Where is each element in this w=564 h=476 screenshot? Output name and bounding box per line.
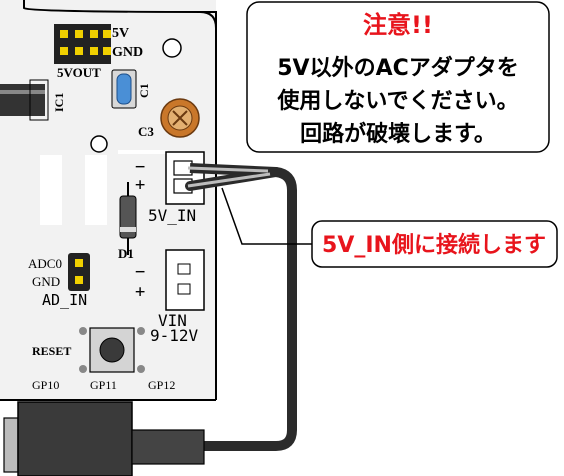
- connector-5v-in: [165, 151, 205, 205]
- c3-capacitor: [160, 98, 200, 138]
- mounting-hole: [162, 38, 182, 58]
- c1-capacitor: [111, 69, 137, 109]
- label-ad-in: AD_IN: [42, 291, 87, 309]
- label-5v: 5V: [112, 26, 129, 41]
- connect-callout: [221, 187, 558, 268]
- label-c3: C3: [138, 124, 154, 139]
- power-cable: [185, 163, 297, 451]
- warning-title: 注意!!: [363, 11, 433, 39]
- mounting-hole-small: [90, 135, 108, 153]
- label-d1: D1: [118, 246, 134, 261]
- label-vin-range: 9-12V: [150, 326, 199, 345]
- warning-line-2: 使用しないでください。: [276, 89, 518, 114]
- label-plus-top: +: [135, 175, 145, 195]
- connector-vin: [165, 249, 205, 311]
- pin-header-5v: [54, 24, 111, 64]
- label-c1: C1: [137, 83, 151, 98]
- warning-line-1: 5V以外のACアダプタを: [277, 55, 519, 81]
- ad-in-header: [68, 253, 90, 291]
- label-gnd-ad: GND: [32, 274, 60, 289]
- connect-callout-text: 5V_IN側に接続します: [322, 232, 546, 258]
- warning-box: [246, 1, 550, 153]
- pcb-edge: [0, 0, 217, 401]
- label-gnd: GND: [112, 45, 143, 60]
- label-5v-in: 5V_IN: [148, 206, 196, 225]
- d1-diode: [119, 182, 137, 255]
- ic1-chip: [0, 79, 49, 121]
- label-plus-bottom: +: [135, 282, 145, 302]
- warning-line-3: 回路が破壊します。: [300, 121, 496, 147]
- reset-button[interactable]: [79, 327, 145, 373]
- dc-plug: [3, 401, 205, 476]
- label-adc0: ADC0: [28, 256, 62, 271]
- label-minus-top: −: [135, 157, 145, 177]
- label-gp11: GP11: [90, 378, 117, 392]
- label-gp10: GP10: [32, 378, 59, 392]
- label-5vout: 5VOUT: [57, 65, 101, 80]
- label-vin: VIN: [158, 311, 187, 330]
- label-ic1: IC1: [52, 93, 66, 112]
- pcb-board: [0, 0, 216, 400]
- label-reset: RESET: [32, 344, 71, 358]
- label-gp12: GP12: [148, 378, 175, 392]
- label-minus-bottom: −: [135, 262, 145, 282]
